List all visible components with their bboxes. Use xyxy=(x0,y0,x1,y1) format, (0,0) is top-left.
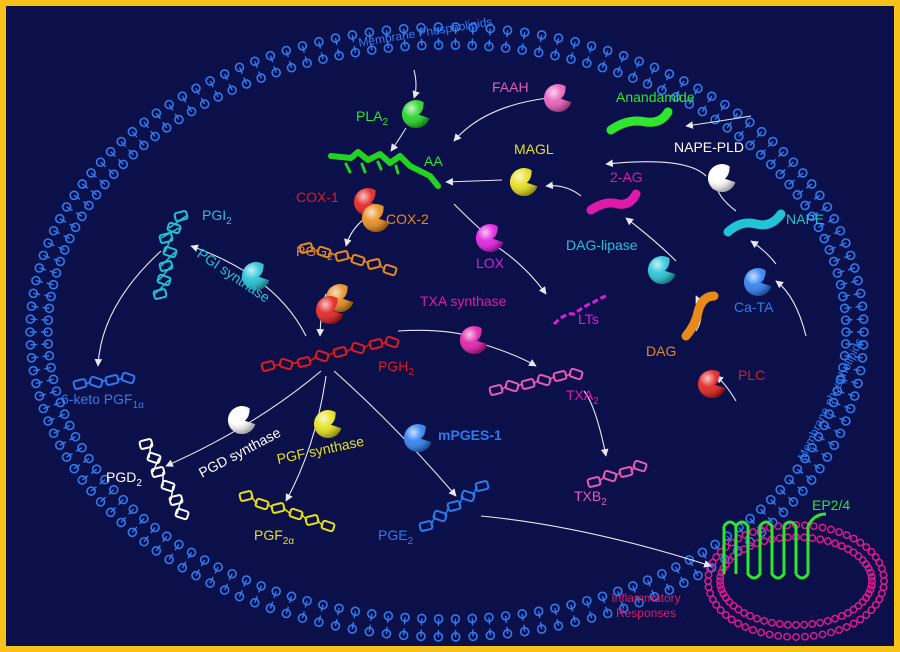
txa2-chain xyxy=(488,367,584,396)
magl-label: MAGL xyxy=(514,141,554,157)
magl-enzyme-highlight xyxy=(509,168,538,197)
cox2-enzyme-highlight xyxy=(361,204,390,233)
pgd2-label: PGD2 xyxy=(106,469,142,489)
pgh2-label: PGH2 xyxy=(378,358,414,378)
mpges1-enzyme-highlight xyxy=(403,424,432,453)
pgi2-label: PGI2 xyxy=(202,207,232,227)
aa-molecule xyxy=(328,149,441,189)
pgf-synthase-label: PGF synthase xyxy=(275,433,365,467)
two-ag-molecule xyxy=(586,189,641,215)
reaction-arrows xyxy=(94,69,807,568)
txa2-label: TXA2 xyxy=(566,387,599,407)
nape-molecule xyxy=(723,209,786,237)
txb2-chain xyxy=(586,459,648,488)
lox-label: LOX xyxy=(476,255,505,271)
pgi-synthase-enzyme-highlight xyxy=(241,262,270,291)
pgg2-label: PGG2 xyxy=(296,243,333,263)
anandamide-molecule xyxy=(606,107,673,135)
pgd-synthase-enzyme-highlight xyxy=(227,406,256,435)
pathway-diagram: Membrane Phospholipids Membrane phosphol… xyxy=(25,15,888,642)
pgi2-chain xyxy=(152,210,189,300)
two-ag-label: 2-AG xyxy=(610,169,643,185)
anandamide-label: Anandamide xyxy=(616,89,695,105)
plc-label: PLC xyxy=(738,367,765,383)
faah-enzyme-highlight xyxy=(543,84,572,113)
pgh2-chain xyxy=(260,335,400,372)
cell-membrane xyxy=(25,22,869,642)
nape-pld-label: NAPE-PLD xyxy=(674,139,744,155)
molecules xyxy=(72,107,786,533)
pgi-synthase-label: PGI synthase xyxy=(194,245,273,305)
pgf-synthase-enzyme-highlight xyxy=(313,410,342,439)
mpges1-label: mPGES-1 xyxy=(438,427,502,443)
nape-pld-enzyme-highlight xyxy=(707,164,736,193)
plc-enzyme-highlight xyxy=(697,370,726,399)
nape-label: NAPE xyxy=(786,211,824,227)
lox-enzyme-highlight xyxy=(475,224,504,253)
txa-synthase-label: TXA synthase xyxy=(420,293,507,309)
ca-ta-label: Ca-TA xyxy=(734,299,774,315)
pla2-enzyme-highlight xyxy=(401,100,430,129)
pgg2-chain xyxy=(298,242,398,277)
keto-label: 6-keto PGF1α xyxy=(61,391,144,411)
cox1-label: COX-1 xyxy=(296,189,339,205)
faah-label: FAAH xyxy=(492,79,529,95)
txa-synthase-enzyme-highlight xyxy=(459,326,488,355)
pge2-chain xyxy=(418,480,490,532)
pgd2-chain xyxy=(138,438,190,521)
response-label-line2: Responses xyxy=(616,606,676,620)
pgf2a-label: PGF2α xyxy=(254,527,294,547)
dag-label: DAG xyxy=(646,343,676,359)
pgg2-cox1-enzyme-highlight xyxy=(315,296,344,325)
lts-label: LTs xyxy=(578,311,599,327)
pgf2a-chain xyxy=(238,490,336,533)
ep24-receptor xyxy=(722,512,827,580)
dag-lipase-label: DAG-lipase xyxy=(566,237,638,253)
txb2-label: TXB2 xyxy=(574,488,607,508)
cox2-label: COX-2 xyxy=(386,211,429,227)
response-label-line1: Inflammatory xyxy=(611,591,680,605)
pge2-label: PGE2 xyxy=(378,527,414,547)
ep24-label: EP2/4 xyxy=(812,497,850,513)
aa-label: AA xyxy=(424,153,443,169)
dag-molecule xyxy=(681,291,719,341)
dag-lipase-enzyme-highlight xyxy=(647,256,676,285)
ca-ta-enzyme-highlight xyxy=(743,268,772,297)
lts-molecule xyxy=(552,294,607,326)
keto-chain xyxy=(72,371,136,390)
pla2-label: PLA2 xyxy=(356,108,388,128)
